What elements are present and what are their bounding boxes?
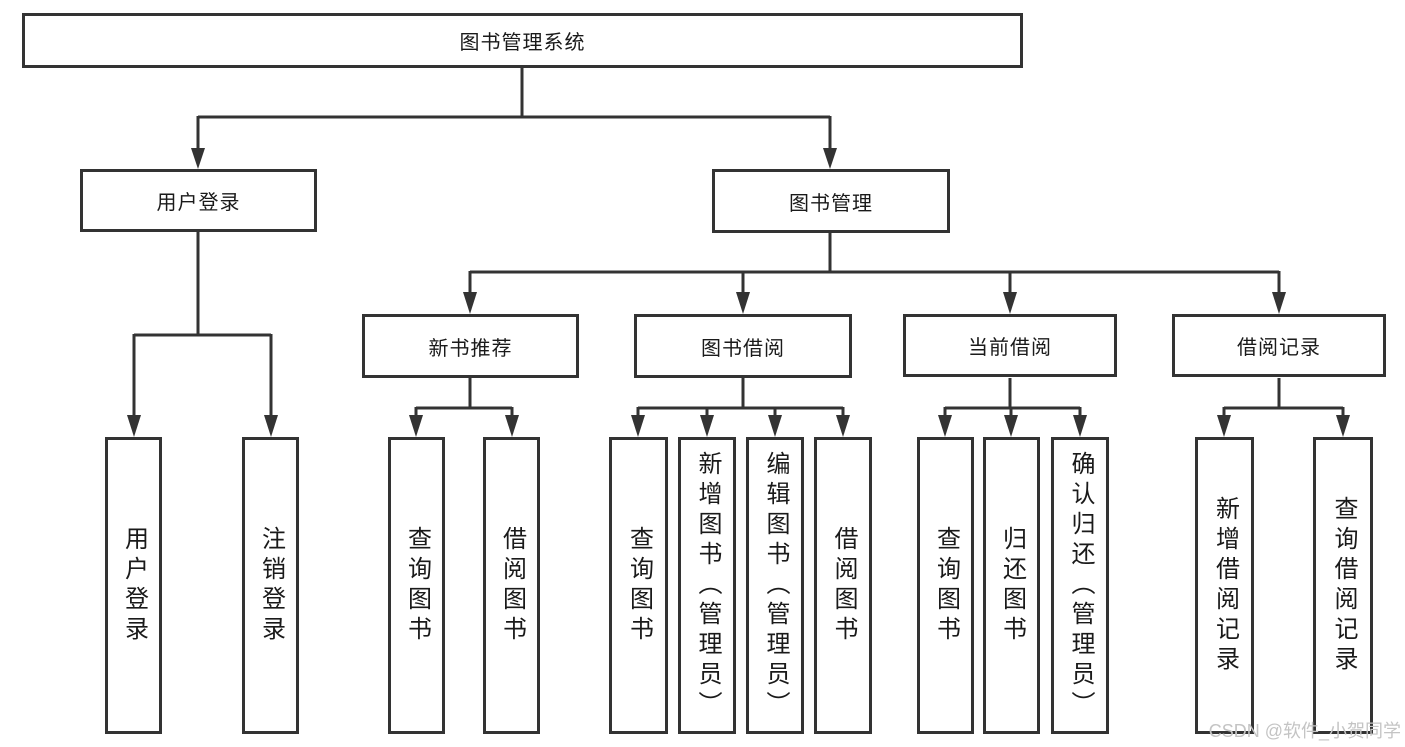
- leaf-borrow-edit-books-admin: 编辑图书（管理员）: [746, 437, 804, 734]
- connector-current-borrow-children: [938, 378, 1087, 437]
- leaf-records-add-record-label: 新增借阅记录: [1211, 495, 1239, 676]
- connector-book-borrow-children: [631, 378, 850, 437]
- leaf-borrow-add-books-admin-label: 新增图书（管理员）: [694, 450, 721, 721]
- leaf-current-query-books-label: 查询图书: [932, 525, 960, 646]
- node-borrow-records: 借阅记录: [1172, 314, 1386, 377]
- leaf-current-return-books: 归还图书: [983, 437, 1040, 734]
- leaf-borrow-edit-books-admin-label: 编辑图书（管理员）: [762, 450, 789, 721]
- leaf-user-login: 用户登录: [105, 437, 162, 734]
- leaf-newbook-query-books: 查询图书: [388, 437, 445, 734]
- node-user-login-label: 用户登录: [156, 192, 241, 214]
- node-new-book-recommend: 新书推荐: [362, 314, 579, 378]
- node-root: 图书管理系统: [22, 13, 1023, 68]
- leaf-newbook-borrow-books: 借阅图书: [483, 437, 540, 734]
- connector-new-book-children: [409, 378, 519, 437]
- leaf-borrow-query-books: 查询图书: [609, 437, 668, 734]
- leaf-borrow-query-books-label: 查询图书: [625, 525, 653, 646]
- leaf-current-query-books: 查询图书: [917, 437, 974, 734]
- leaf-borrow-borrow-books: 借阅图书: [814, 437, 872, 734]
- node-root-label: 图书管理系统: [459, 32, 586, 54]
- leaf-records-query-record-label: 查询借阅记录: [1330, 495, 1357, 676]
- node-book-management: 图书管理: [712, 169, 950, 233]
- leaf-current-confirm-return-admin: 确认归还（管理员）: [1051, 437, 1109, 734]
- leaf-newbook-borrow-books-label: 借阅图书: [498, 525, 526, 646]
- leaf-logout-label: 注销登录: [257, 525, 285, 646]
- node-user-login: 用户登录: [80, 169, 317, 232]
- node-borrow-records-label: 借阅记录: [1237, 337, 1321, 359]
- connector-records-children: [1217, 378, 1350, 437]
- leaf-user-login-label: 用户登录: [120, 525, 148, 646]
- node-book-borrow-label: 图书借阅: [701, 337, 785, 360]
- connector-root-to-level2: [191, 68, 837, 169]
- node-new-book-recommend-label: 新书推荐: [428, 337, 513, 360]
- leaf-current-return-books-label: 归还图书: [998, 525, 1026, 646]
- leaf-records-query-record: 查询借阅记录: [1313, 437, 1373, 734]
- connector-book-management-children: [463, 232, 1286, 314]
- connector-user-login-children: [127, 232, 278, 437]
- node-book-management-label: 图书管理: [789, 192, 873, 215]
- leaf-records-add-record: 新增借阅记录: [1195, 437, 1254, 734]
- leaf-newbook-query-books-label: 查询图书: [403, 525, 431, 646]
- leaf-borrow-add-books-admin: 新增图书（管理员）: [678, 437, 736, 734]
- node-current-borrow: 当前借阅: [903, 314, 1117, 377]
- leaf-current-confirm-return-admin-label: 确认归还（管理员）: [1067, 450, 1094, 721]
- node-book-borrow: 图书借阅: [634, 314, 852, 378]
- node-current-borrow-label: 当前借阅: [968, 337, 1052, 359]
- leaf-borrow-borrow-books-label: 借阅图书: [830, 525, 857, 646]
- leaf-logout: 注销登录: [242, 437, 299, 734]
